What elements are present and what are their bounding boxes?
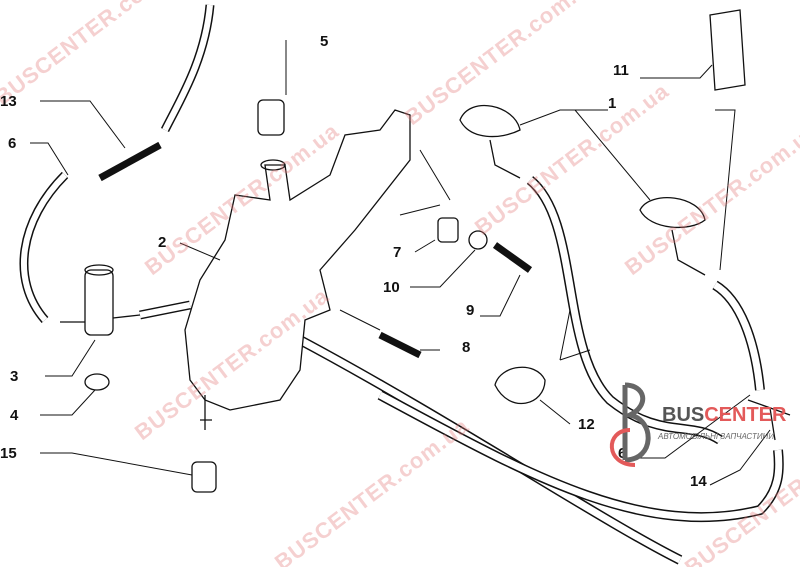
callout-8: 8: [462, 339, 471, 356]
grommet-4: [84, 373, 110, 391]
bolt-8: [378, 331, 422, 359]
washer-pump: [84, 269, 114, 336]
spacer-7: [437, 217, 459, 243]
callout-5: 5: [320, 33, 329, 50]
buscenter-logo: BUSCENTER АВТОМОБІЛЬНІ ЗАПЧАСТИНИ: [600, 380, 800, 470]
grommet-5: [257, 99, 285, 136]
callout-14: 14: [690, 473, 707, 490]
nozzle-1b: [639, 197, 706, 229]
logo-brand: BUSCENTER: [662, 404, 787, 426]
callout-7: 7: [393, 244, 402, 261]
washer-reservoir: [184, 109, 411, 411]
callout-4: 4: [10, 407, 19, 424]
clamp-12: [494, 366, 546, 405]
callout-9: 9: [466, 302, 475, 319]
callout-11: 11: [613, 62, 629, 79]
callout-3: 3: [10, 368, 19, 385]
connector-13: [98, 141, 162, 182]
washer-10: [468, 230, 488, 250]
callout-13: 13: [0, 93, 17, 110]
logo-mark: [609, 382, 651, 467]
nozzle-1a: [459, 104, 521, 138]
grommet-15: [191, 461, 217, 493]
callout-2: 2: [158, 234, 167, 251]
callout-15: 15: [0, 445, 17, 462]
logo-subtitle: АВТОМОБІЛЬНІ ЗАПЧАСТИНИ: [658, 432, 775, 441]
tee-14: [747, 399, 791, 441]
callout-6-left: 6: [8, 135, 17, 152]
leader-lines: [30, 40, 771, 486]
clip-11: [709, 9, 746, 91]
callout-1: 1: [608, 95, 617, 112]
callout-10: 10: [383, 279, 400, 296]
callout-12: 12: [578, 416, 595, 433]
callout-6-right: 6: [618, 445, 627, 462]
bolt-9: [492, 242, 533, 273]
